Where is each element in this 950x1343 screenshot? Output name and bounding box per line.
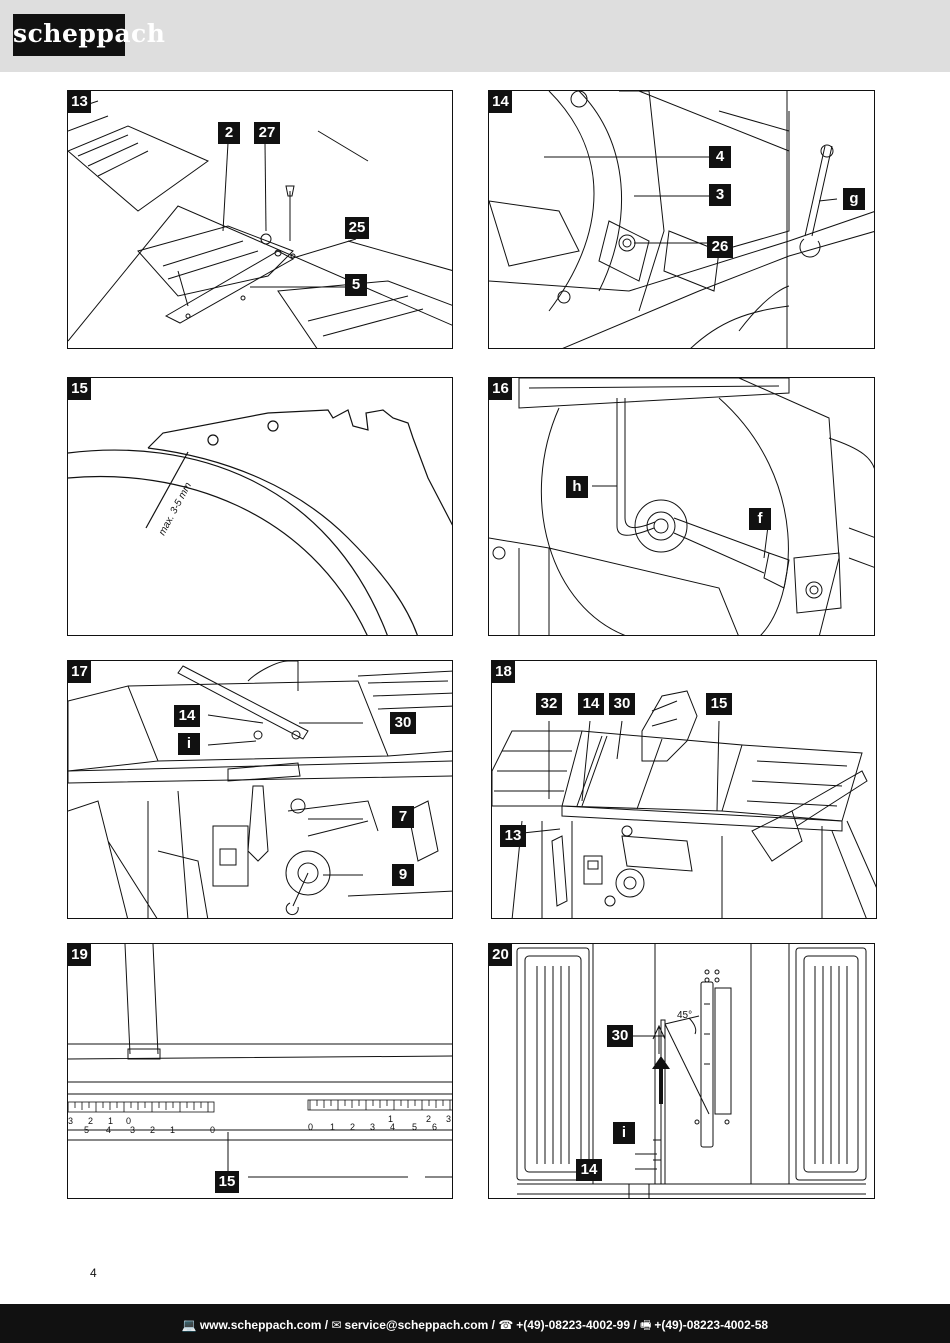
figure-number: 17: [68, 661, 91, 683]
phone-icon: ☎: [498, 1318, 514, 1332]
direction-arrow-icon: [652, 1056, 670, 1104]
scale-label: 1: [330, 1122, 335, 1132]
figure-13: 13 2 27 25 5: [67, 90, 453, 349]
figure-14: 14: [488, 90, 875, 349]
scale-label: 4: [106, 1125, 111, 1135]
scale-label: 4: [390, 1122, 395, 1132]
page-number: 4: [90, 1266, 97, 1280]
scale-label: 5: [84, 1125, 89, 1135]
callout-14: 14: [576, 1159, 602, 1181]
scale-label: 1: [108, 1116, 113, 1126]
scale-label: 3: [370, 1122, 375, 1132]
callout-15: 15: [215, 1171, 239, 1193]
callout-30: 30: [607, 1025, 633, 1047]
angle-label: 45°: [677, 1010, 692, 1021]
callout-9: 9: [392, 864, 414, 886]
footer-separator: /: [488, 1318, 499, 1332]
callout-14: 14: [578, 693, 604, 715]
footer-email[interactable]: service@scheppach.com: [344, 1318, 489, 1332]
rip-scale-illustration: 3 2 1 0 5 4 3 2 1 0 0 1 2 3 4 5 6 1 2 3: [68, 944, 452, 1178]
blade-change-illustration: [489, 378, 874, 635]
callout-4: 4: [709, 146, 731, 168]
figure-number: 14: [489, 91, 512, 113]
callout-27: 27: [254, 122, 280, 144]
callout-32: 32: [536, 693, 562, 715]
callout-30: 30: [609, 693, 635, 715]
figure-number: 19: [68, 944, 91, 966]
scale-label: 1: [170, 1125, 175, 1135]
mail-icon: ✉: [331, 1318, 342, 1332]
page-header: scheppach: [0, 0, 950, 72]
callout-i: i: [178, 733, 200, 755]
fax-icon: 🖷: [640, 1318, 652, 1332]
figure-20: 20 45°: [488, 943, 875, 1199]
footer-website[interactable]: www.scheppach.com: [199, 1318, 322, 1332]
callout-15: 15: [706, 693, 732, 715]
scale-label: 0: [308, 1122, 313, 1132]
callout-30: 30: [390, 712, 416, 734]
distance-annotation: max. 3-5 mm: [157, 481, 194, 538]
rip-scale-right: 0 1 2 3 4 5 6 1 2 3: [307, 1099, 452, 1132]
table-saw-overview-illustration: [492, 690, 876, 918]
footer-separator: /: [630, 1318, 641, 1332]
figure-number: 20: [489, 944, 512, 966]
callout-3: 3: [709, 184, 731, 206]
figure-15: 15 max. 3-5 mm: [67, 377, 453, 636]
callout-25: 25: [345, 217, 369, 239]
footer-fax: +(49)-08223-4002-58: [654, 1318, 769, 1332]
callout-f: f: [749, 508, 771, 530]
figure-17: 17: [67, 660, 453, 919]
rip-scale-left: 3 2 1 0 5 4 3 2 1 0: [68, 1101, 215, 1135]
figure-number: 15: [68, 378, 91, 400]
computer-icon: 💻: [181, 1318, 197, 1332]
scale-label: 5: [412, 1122, 417, 1132]
figure-18: 18: [491, 660, 877, 919]
scale-label: 2: [426, 1114, 431, 1124]
scale-label: 6: [432, 1122, 437, 1132]
callout-h: h: [566, 476, 588, 498]
callout-5: 5: [345, 274, 367, 296]
scale-label: 2: [150, 1125, 155, 1135]
figure-19: 19 3 2 1 0 5 4 3 2 1 0 0 1: [67, 943, 453, 1199]
callout-g: g: [843, 188, 865, 210]
callout-14: 14: [174, 705, 200, 727]
scale-label: 3: [446, 1114, 451, 1124]
scale-label: 3: [68, 1116, 73, 1126]
scale-label: 3: [130, 1125, 135, 1135]
callout-7: 7: [392, 806, 414, 828]
page-footer: 💻www.scheppach.com / ✉service@scheppach.…: [0, 1304, 950, 1343]
riving-knife-distance-illustration: max. 3-5 mm: [68, 409, 452, 635]
scale-label: 1: [388, 1114, 393, 1124]
parallel-stop-illustration: [68, 661, 452, 918]
figure-number: 13: [68, 91, 91, 113]
scale-label: 2: [88, 1116, 93, 1126]
scheppach-logo: scheppach: [13, 14, 165, 56]
footer-phone: +(49)-08223-4002-99: [516, 1318, 631, 1332]
callout-26: 26: [707, 236, 733, 258]
figure-number: 16: [489, 378, 512, 400]
figure-16: 16 h f: [488, 377, 875, 636]
callout-13: 13: [500, 825, 526, 847]
figure-number: 18: [492, 661, 515, 683]
footer-separator: /: [321, 1318, 332, 1332]
scale-label: 0: [210, 1125, 215, 1135]
callout-i: i: [613, 1122, 635, 1144]
scale-label: 0: [126, 1116, 131, 1126]
callout-2: 2: [218, 122, 240, 144]
table-top-view-illustration: 45°: [516, 944, 867, 1198]
riving-knife-illustration: [489, 91, 874, 348]
scale-label: 2: [350, 1122, 355, 1132]
